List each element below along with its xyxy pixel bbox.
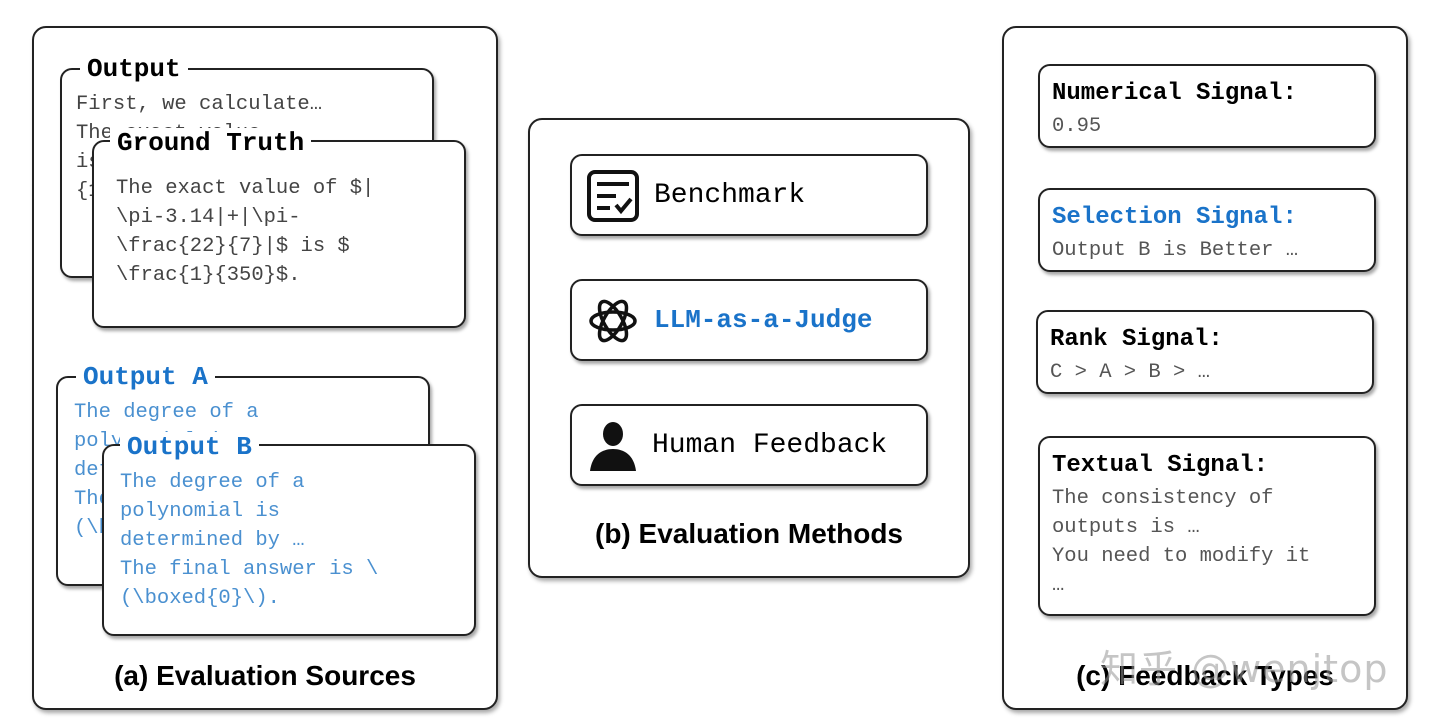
numerical-signal-card: Numerical Signal: 0.95 bbox=[1038, 64, 1376, 148]
textual-signal-card: Textual Signal: The consistency of outpu… bbox=[1038, 436, 1376, 616]
numerical-signal-title: Numerical Signal: bbox=[1052, 80, 1297, 107]
numerical-signal-value: 0.95 bbox=[1052, 115, 1102, 138]
feedback-types-panel: Numerical Signal: 0.95 Selection Signal:… bbox=[1002, 26, 1408, 710]
checklist-icon bbox=[587, 170, 639, 222]
ground-truth-card: Ground Truth The exact value of $| \pi-3… bbox=[92, 128, 466, 328]
output-b-card-title: Output B bbox=[120, 432, 259, 462]
output-b-card: Output B The degree of a polynomial is d… bbox=[102, 432, 476, 636]
feedback-types-caption: (c) Feedback Types bbox=[1076, 660, 1334, 691]
zhihu-watermark: 知乎 @wenjtop bbox=[1100, 647, 1389, 691]
method-benchmark: Benchmark bbox=[570, 154, 928, 236]
rank-signal-title: Rank Signal: bbox=[1050, 326, 1223, 353]
ground-truth-card-title: Ground Truth bbox=[110, 128, 312, 158]
selection-signal-title: Selection Signal: bbox=[1052, 204, 1297, 231]
person-icon bbox=[590, 422, 636, 471]
ground-truth-card-text: The exact value of $| \pi-3.14|+|\pi- \f… bbox=[116, 177, 375, 287]
openai-logo-icon bbox=[589, 299, 637, 343]
selection-signal-card: Selection Signal: Output B is Better … bbox=[1038, 188, 1376, 272]
method-human-feedback-label: Human Feedback bbox=[652, 430, 888, 461]
evaluation-sources-caption: (a) Evaluation Sources bbox=[114, 660, 416, 691]
rank-signal-card: Rank Signal: C > A > B > … bbox=[1036, 310, 1374, 394]
rank-signal-value: C > A > B > … bbox=[1050, 361, 1210, 384]
method-llm-as-a-judge-label: LLM-as-a-Judge bbox=[654, 305, 873, 335]
evaluation-sources-panel: Output First, we calculate… The exact va… bbox=[32, 26, 498, 710]
textual-signal-value: The consistency of outputs is … You need… bbox=[1052, 487, 1311, 597]
method-benchmark-label: Benchmark bbox=[654, 180, 806, 211]
output-b-card-text: The degree of a polynomial is determined… bbox=[120, 471, 379, 610]
evaluation-methods-panel: Benchmark LLM-as-a-Judge Human Feedback … bbox=[528, 118, 970, 578]
method-human-feedback: Human Feedback bbox=[570, 404, 928, 486]
evaluation-methods-caption: (b) Evaluation Methods bbox=[595, 518, 903, 549]
method-llm-as-a-judge: LLM-as-a-Judge bbox=[570, 279, 928, 361]
selection-signal-value: Output B is Better … bbox=[1052, 239, 1299, 262]
output-a-card-title: Output A bbox=[76, 362, 215, 392]
output-card-title: Output bbox=[80, 54, 188, 84]
textual-signal-title: Textual Signal: bbox=[1052, 452, 1269, 479]
